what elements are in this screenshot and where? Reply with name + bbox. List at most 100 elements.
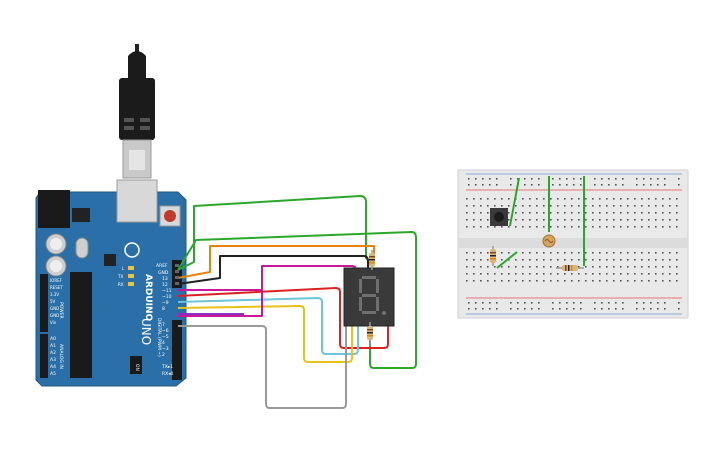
breadboard-hole[interactable]: [599, 266, 601, 268]
breadboard-hole[interactable]: [489, 184, 491, 186]
wire-red-10[interactable]: [177, 287, 389, 349]
breadboard-hole[interactable]: [627, 266, 629, 268]
breadboard-hole[interactable]: [578, 266, 580, 268]
breadboard-hole[interactable]: [648, 212, 650, 214]
breadboard-hole[interactable]: [550, 212, 552, 214]
breadboard-hole[interactable]: [475, 184, 477, 186]
breadboard-hole[interactable]: [601, 178, 603, 180]
bb-wire-1[interactable]: [509, 177, 520, 227]
breadboard-hole[interactable]: [538, 302, 540, 304]
breadboard-hole[interactable]: [515, 205, 517, 207]
breadboard-hole[interactable]: [669, 205, 671, 207]
breadboard-hole[interactable]: [578, 252, 580, 254]
breadboard-hole[interactable]: [508, 280, 510, 282]
breadboard-hole[interactable]: [517, 178, 519, 180]
breadboard-hole[interactable]: [585, 226, 587, 228]
breadboard-hole[interactable]: [466, 252, 468, 254]
breadboard-hole[interactable]: [620, 266, 622, 268]
breadboard-hole[interactable]: [515, 259, 517, 261]
breadboard-hole[interactable]: [552, 308, 554, 310]
breadboard-hole[interactable]: [480, 259, 482, 261]
breadboard-hole[interactable]: [557, 259, 559, 261]
breadboard-hole[interactable]: [615, 308, 617, 310]
breadboard-hole[interactable]: [620, 205, 622, 207]
breadboard-hole[interactable]: [515, 219, 517, 221]
breadboard-hole[interactable]: [510, 308, 512, 310]
breadboard-hole[interactable]: [466, 219, 468, 221]
breadboard-hole[interactable]: [608, 302, 610, 304]
breadboard-hole[interactable]: [517, 302, 519, 304]
breadboard-hole[interactable]: [564, 273, 566, 275]
resistor-bottom[interactable]: [367, 322, 373, 346]
breadboard-hole[interactable]: [676, 226, 678, 228]
breadboard-hole[interactable]: [655, 226, 657, 228]
breadboard-hole[interactable]: [536, 212, 538, 214]
breadboard-hole[interactable]: [522, 259, 524, 261]
breadboard-hole[interactable]: [622, 302, 624, 304]
breadboard-hole[interactable]: [613, 273, 615, 275]
breadboard-hole[interactable]: [676, 259, 678, 261]
breadboard-hole[interactable]: [648, 205, 650, 207]
breadboard-hole[interactable]: [620, 259, 622, 261]
breadboard-hole[interactable]: [634, 198, 636, 200]
breadboard-hole[interactable]: [543, 273, 545, 275]
breadboard-hole[interactable]: [578, 280, 580, 282]
breadboard-hole[interactable]: [648, 280, 650, 282]
photoresistor[interactable]: [542, 234, 556, 248]
breadboard-hole[interactable]: [543, 226, 545, 228]
breadboard-hole[interactable]: [489, 302, 491, 304]
breadboard-hole[interactable]: [536, 219, 538, 221]
breadboard-hole[interactable]: [480, 212, 482, 214]
breadboard-hole[interactable]: [599, 205, 601, 207]
breadboard-hole[interactable]: [655, 280, 657, 282]
breadboard-hole[interactable]: [641, 280, 643, 282]
breadboard-hole[interactable]: [599, 212, 601, 214]
breadboard-hole[interactable]: [578, 273, 580, 275]
bb-wire-4[interactable]: [496, 251, 518, 269]
breadboard-hole[interactable]: [487, 198, 489, 200]
breadboard-hole[interactable]: [536, 252, 538, 254]
breadboard-hole[interactable]: [627, 219, 629, 221]
breadboard-hole[interactable]: [501, 266, 503, 268]
breadboard-hole[interactable]: [641, 259, 643, 261]
breadboard-hole[interactable]: [643, 308, 645, 310]
breadboard-hole[interactable]: [676, 198, 678, 200]
breadboard-hole[interactable]: [487, 212, 489, 214]
breadboard-hole[interactable]: [557, 205, 559, 207]
breadboard-hole[interactable]: [662, 252, 664, 254]
breadboard-hole[interactable]: [508, 219, 510, 221]
breadboard-hole[interactable]: [480, 198, 482, 200]
breadboard-hole[interactable]: [613, 252, 615, 254]
breadboard-hole[interactable]: [522, 273, 524, 275]
breadboard-hole[interactable]: [487, 252, 489, 254]
breadboard-hole[interactable]: [636, 308, 638, 310]
breadboard-hole[interactable]: [664, 184, 666, 186]
breadboard-hole[interactable]: [515, 266, 517, 268]
breadboard-hole[interactable]: [622, 184, 624, 186]
breadboard-hole[interactable]: [473, 252, 475, 254]
breadboard-hole[interactable]: [627, 252, 629, 254]
breadboard-hole[interactable]: [496, 302, 498, 304]
breadboard-hole[interactable]: [473, 280, 475, 282]
breadboard-hole[interactable]: [585, 280, 587, 282]
breadboard-hole[interactable]: [536, 280, 538, 282]
breadboard-hole[interactable]: [564, 280, 566, 282]
breadboard-hole[interactable]: [599, 273, 601, 275]
breadboard-hole[interactable]: [662, 198, 664, 200]
breadboard-hole[interactable]: [475, 178, 477, 180]
breadboard-hole[interactable]: [475, 302, 477, 304]
breadboard-hole[interactable]: [601, 302, 603, 304]
breadboard-hole[interactable]: [529, 252, 531, 254]
breadboard-hole[interactable]: [599, 252, 601, 254]
breadboard-hole[interactable]: [650, 178, 652, 180]
breadboard-hole[interactable]: [613, 266, 615, 268]
breadboard-hole[interactable]: [487, 280, 489, 282]
breadboard-hole[interactable]: [566, 302, 568, 304]
breadboard-hole[interactable]: [678, 308, 680, 310]
breadboard-hole[interactable]: [550, 252, 552, 254]
breadboard-hole[interactable]: [564, 219, 566, 221]
breadboard-hole[interactable]: [571, 280, 573, 282]
breadboard-hole[interactable]: [557, 273, 559, 275]
breadboard-hole[interactable]: [606, 259, 608, 261]
breadboard-hole[interactable]: [641, 252, 643, 254]
